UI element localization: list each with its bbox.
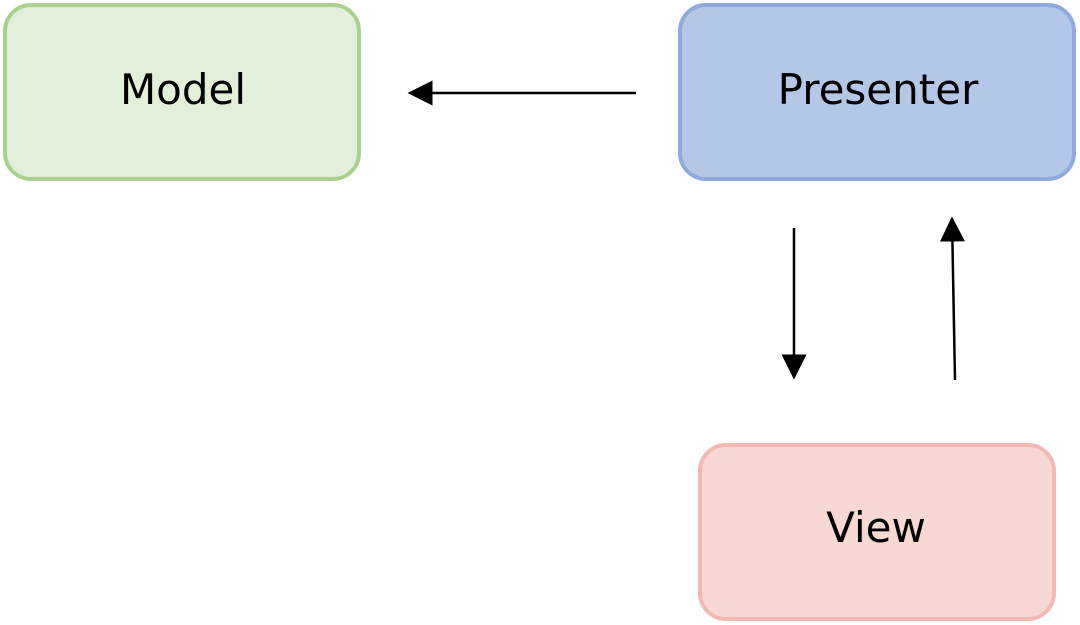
view-node: View — [698, 443, 1056, 621]
presenter-label: Presenter — [777, 65, 979, 114]
view-to-presenter-arrow — [939, 216, 965, 381]
presenter-node: Presenter — [678, 3, 1076, 181]
view-label: View — [826, 503, 926, 552]
model-node: Model — [3, 3, 361, 181]
model-label: Model — [119, 65, 247, 114]
